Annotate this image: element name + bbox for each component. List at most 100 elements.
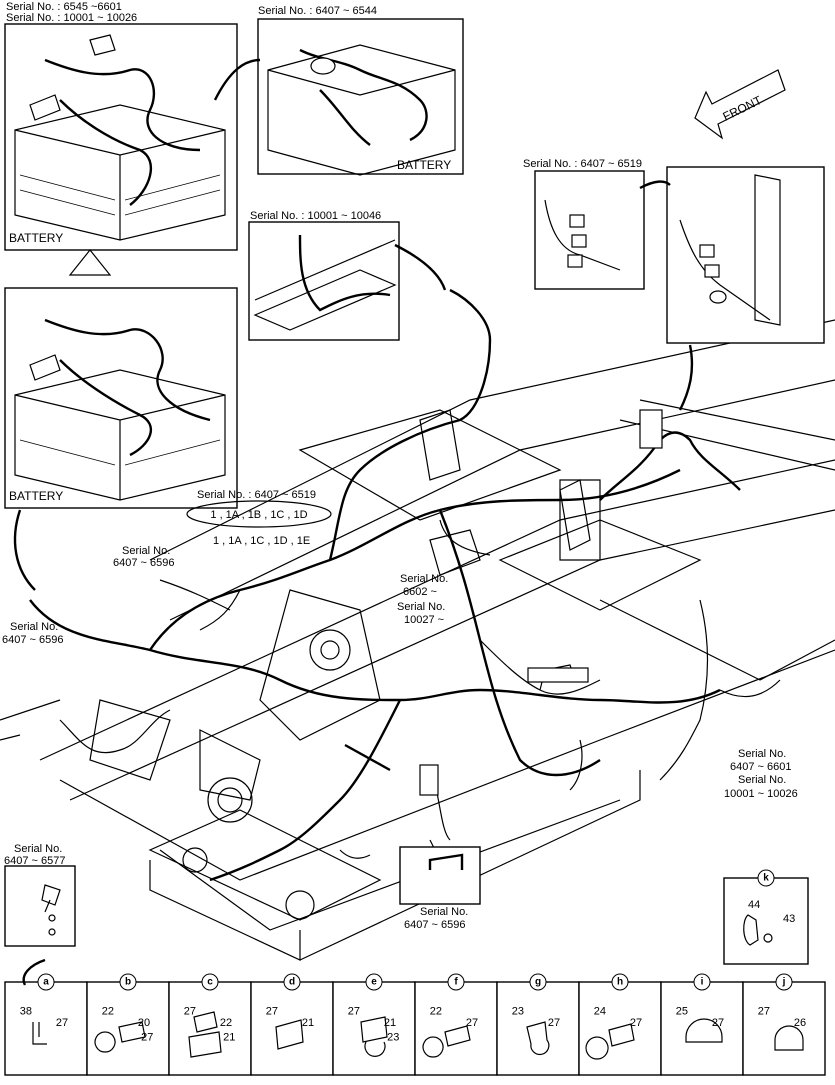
legend-clamp-g: g 23 27 [496, 973, 580, 1076]
clip-bottom-serial-1: Serial No. [420, 906, 468, 918]
battery-right-serial: Serial No. : 6407 ~ 6544 [258, 5, 377, 17]
serial-6602-4: 10027 ~ [404, 614, 444, 626]
version-ellipse [186, 500, 332, 528]
battery-top-serial-1: Serial No. : 6545 ~6601 [6, 1, 122, 13]
legend-letter-circle [529, 973, 547, 991]
legend-part-number: 27 [56, 1017, 68, 1029]
relay-left-serial-1: Serial No. [14, 843, 62, 855]
legend-letter-circle [37, 973, 55, 991]
legend-part-number: 27 [630, 1017, 642, 1029]
legend-part-number: 23 [387, 1032, 399, 1044]
legend-letter: a [43, 977, 49, 988]
serial-6602-3: Serial No. [397, 601, 445, 613]
legend-letter: i [701, 977, 704, 988]
legend-letter-circle [693, 973, 711, 991]
clamp-illustration [32, 1022, 47, 1045]
legend-cell-frame [250, 981, 334, 1076]
clamp-illustration [94, 1021, 146, 1053]
serial-callouts: Serial No. : 6407 ~ 6519 1 , 1A , 1B , 1… [2, 489, 798, 800]
clamp-legend: a3827b222027c272221d2721e272123f2227g232… [4, 973, 826, 1076]
battery-top-label: BATTERY [9, 231, 63, 245]
battery-top-serial-2: Serial No. : 10001 ~ 10026 [6, 12, 137, 24]
clamp-illustration [585, 1023, 635, 1060]
chassis-frame [0, 319, 835, 961]
detail-k-letter: k [763, 873, 769, 884]
connector-block [639, 409, 663, 449]
legend-part-number: 21 [223, 1032, 235, 1044]
legend-letter: j [782, 977, 786, 988]
detail-k-part-1: 44 [748, 899, 760, 911]
detail-k: k 44 43 [723, 869, 809, 965]
legend-part-number: 22 [430, 1006, 442, 1018]
legend-cell-frame [496, 981, 580, 1076]
legend-part-number: 24 [594, 1006, 606, 1018]
detail-k-part-2: 43 [783, 913, 795, 925]
legend-clamp-a: a 38 27 [4, 973, 88, 1076]
legend-letter-circle [611, 973, 629, 991]
clamp-illustration [275, 1019, 304, 1050]
main-wire-harness [29, 288, 781, 882]
legend-part-number: 27 [348, 1006, 360, 1018]
legend-part-number: 20 [138, 1017, 150, 1029]
legend-letter: g [535, 977, 541, 988]
inset-relay-left: Serial No. 6407 ~ 6577 [4, 843, 76, 947]
serial-6407-6596-b-1: Serial No. [10, 621, 58, 633]
relay-bank [527, 667, 589, 683]
inset-connector-pair: Serial No. : 6407 ~ 6519 [523, 158, 825, 344]
legend-letter: b [125, 977, 131, 988]
legend-part-number: 23 [512, 1006, 524, 1018]
legend-part-number: 26 [794, 1017, 806, 1029]
legend-letter: f [454, 977, 458, 988]
serial-6407-6601-3: Serial No. [738, 774, 786, 786]
legend-part-number: 27 [184, 1006, 196, 1018]
legend-part-number: 27 [266, 1006, 278, 1018]
legend-part-number: 27 [141, 1032, 153, 1044]
legend-letter: c [207, 977, 213, 988]
battery-right-label: BATTERY [397, 158, 451, 172]
legend-letter-circle [447, 973, 465, 991]
legend-clamp-b: b 22 20 27 [86, 973, 170, 1076]
relay-left-serial-2: 6407 ~ 6577 [4, 855, 65, 867]
inset-battery-right: Serial No. : 6407 ~ 6544 BATTERY [257, 5, 464, 176]
version-a: 1 , 1A , 1B , 1C , 1D [210, 509, 307, 521]
clamp-illustration [422, 1025, 471, 1058]
inset-clip-bottom: Serial No. 6407 ~ 6596 [399, 846, 481, 931]
legend-letter-circle [283, 973, 301, 991]
serial-6602-2: 6602 ~ [403, 586, 437, 598]
serial-6407-6601-4: 10001 ~ 10026 [724, 788, 798, 800]
fuse-block [419, 764, 439, 796]
legend-clamp-d: d 27 21 [250, 973, 334, 1076]
serial-6407-6596-a-1: Serial No. [122, 545, 170, 557]
clamp-illustration [188, 1011, 222, 1058]
legend-part-number: 27 [712, 1017, 724, 1029]
legend-part-number: 21 [302, 1017, 314, 1029]
legend-letter: e [371, 977, 377, 988]
legend-part-number: 22 [102, 1006, 114, 1018]
front-direction-arrow: FRONT [694, 69, 786, 140]
legend-part-number: 38 [20, 1006, 32, 1018]
inset-battery-top: Serial No. : 6545 ~6601 Serial No. : 100… [4, 1, 238, 251]
legend-part-number: 27 [548, 1017, 560, 1029]
legend-part-number: 25 [676, 1006, 688, 1018]
serial-6407-6596-b-2: 6407 ~ 6596 [2, 634, 63, 646]
front-label: FRONT [721, 93, 765, 124]
serial-6407-6596-a-2: 6407 ~ 6596 [113, 557, 174, 569]
legend-cell-frame [4, 981, 88, 1076]
legend-part-number: 21 [384, 1017, 396, 1029]
serial-6407-6519: Serial No. : 6407 ~ 6519 [197, 489, 316, 501]
serial-6407-6601-1: Serial No. [738, 748, 786, 760]
leader-arcs [13, 58, 694, 986]
legend-cell-frame [578, 981, 662, 1076]
legend-cell-frame [332, 981, 416, 1076]
legend-letter: d [289, 977, 295, 988]
clamp-illustration [685, 1018, 723, 1043]
harness-sleeve [344, 743, 391, 772]
serial-6407-6601-2: 6407 ~ 6601 [730, 761, 791, 773]
legend-letter-circle [775, 973, 793, 991]
clamp-illustration [526, 1021, 550, 1056]
